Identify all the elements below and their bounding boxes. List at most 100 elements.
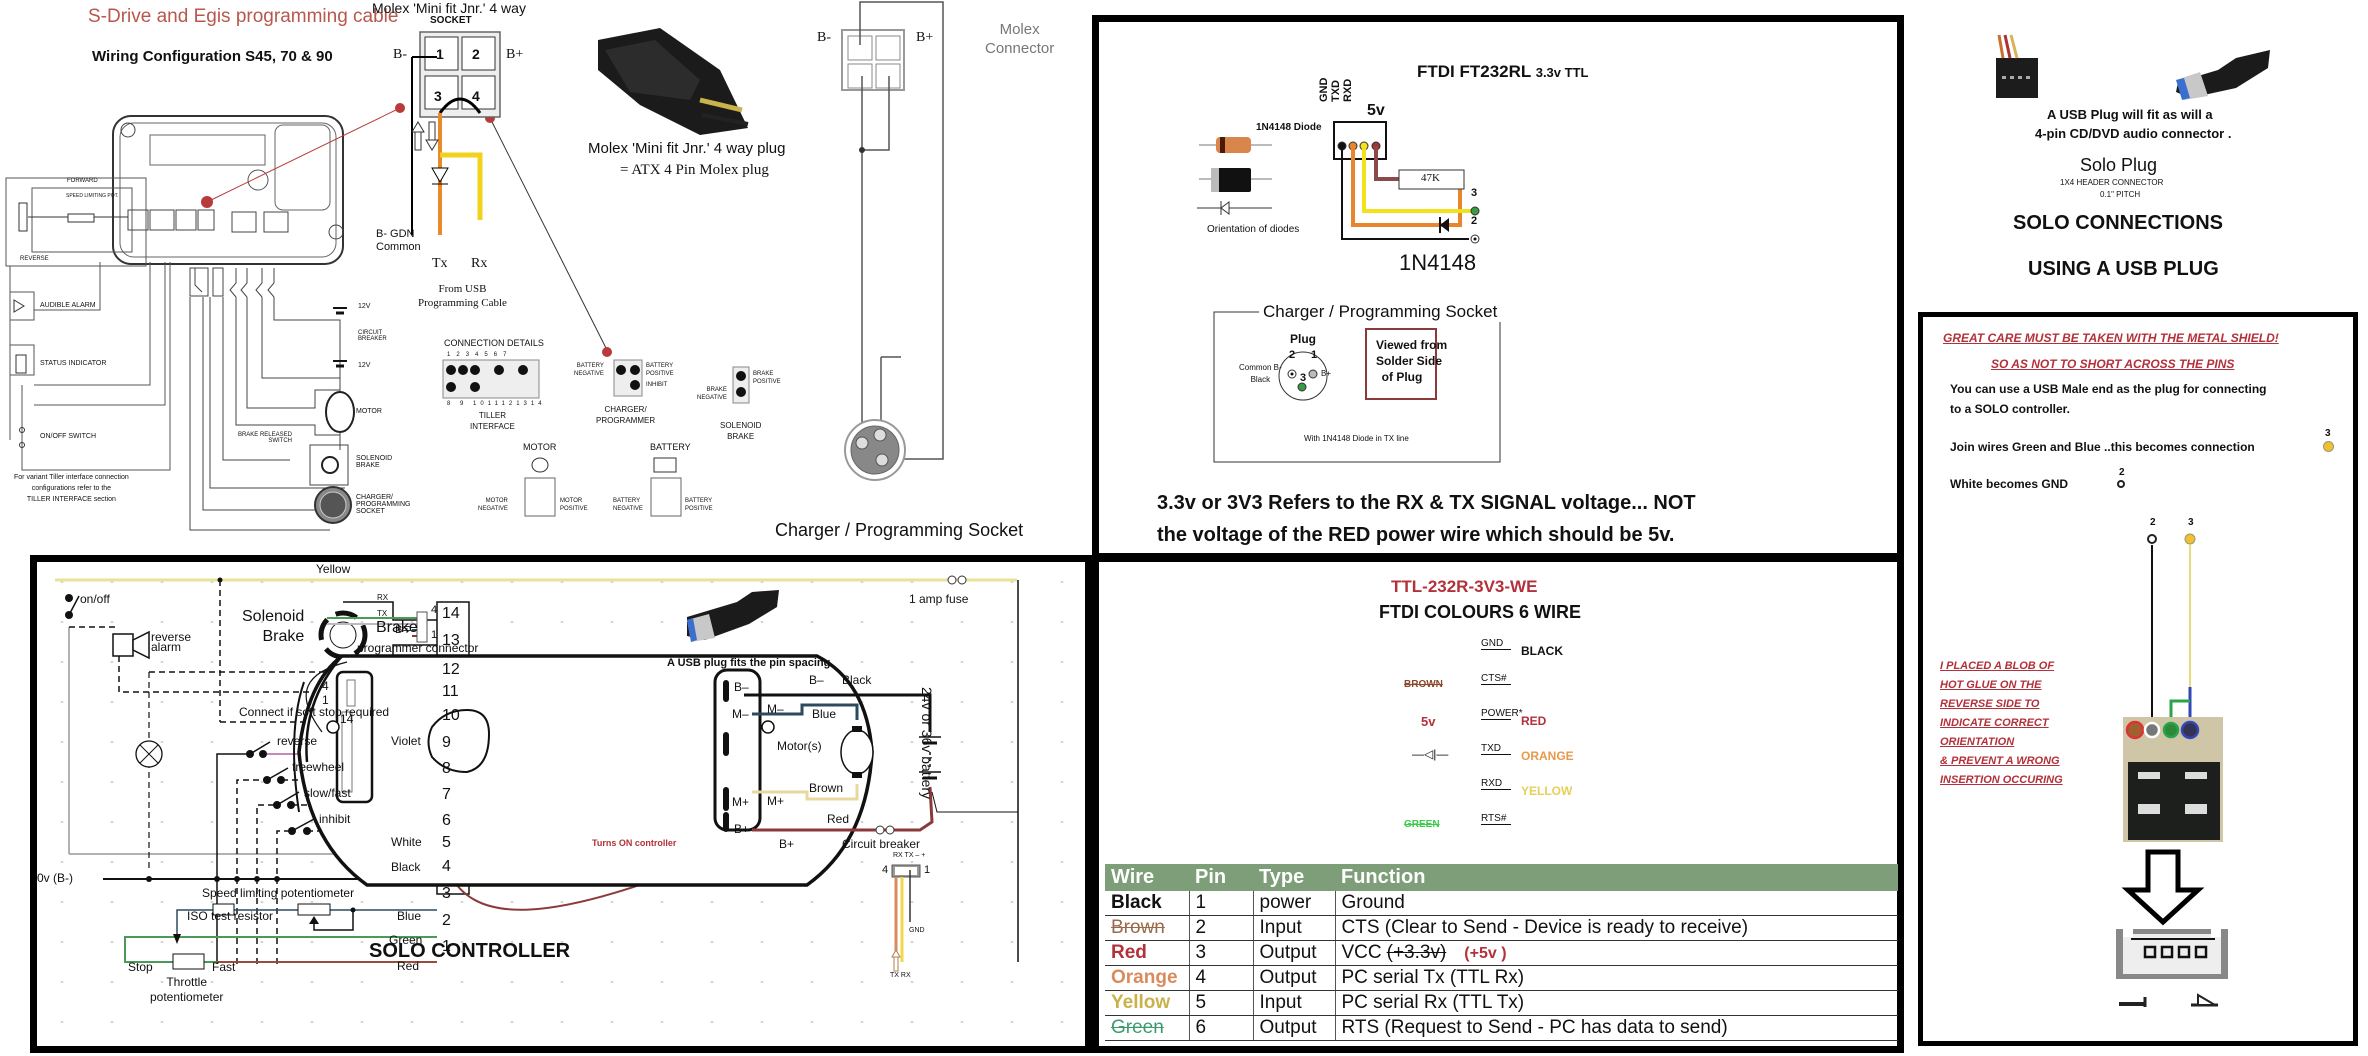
- switch-reverse-label: reverse: [277, 734, 318, 748]
- terminal-pin: 3: [442, 885, 451, 902]
- cell-wire: Black: [1105, 891, 1190, 916]
- cell-pin: 5: [1189, 990, 1254, 1016]
- gnd-label: GND: [909, 927, 925, 934]
- header-connector-label: 1X4 HEADER CONNECTOR: [2060, 178, 2164, 187]
- col-function: Function: [1335, 864, 1898, 891]
- socket-b-plus: B+: [506, 47, 524, 62]
- prog-pin-4: 4: [431, 604, 438, 616]
- molex-plug-caption-1: Molex 'Mini fit Jnr.' 4 way plug: [588, 140, 786, 157]
- wire-m-plus-label: M+: [767, 794, 785, 808]
- cell-type: Output: [1253, 940, 1336, 966]
- label-on-off-switch: ON/OFF SWITCH: [40, 433, 96, 440]
- cell-function: RTS (Request to Send - PC has data to se…: [1335, 1015, 1898, 1041]
- label-solenoid-brake: SOLENOID BRAKE: [356, 455, 393, 469]
- ftdi-title: FTDI FT232RL 3.3v TTL: [1417, 62, 1589, 81]
- connector-b-plus: B+: [916, 30, 934, 45]
- pin-3-dot-icon: [2323, 441, 2334, 452]
- terminal-pin: 4: [442, 858, 451, 875]
- cell-pin: 4: [1189, 965, 1254, 991]
- socket-box-title: Charger / Programming Socket: [1259, 302, 1502, 322]
- usb-body-1: You can use a USB Male end as the plug f…: [1950, 382, 2267, 396]
- cell-pin: 6: [1189, 1015, 1254, 1041]
- socket-label: SOCKET: [430, 15, 472, 26]
- label-forward: FORWARD: [67, 178, 98, 184]
- cell-wire: Orange: [1105, 965, 1190, 991]
- usb-plug-diagram: [2116, 533, 2228, 1007]
- cell-type: Output: [1253, 965, 1336, 991]
- programmer-connector-label: programmer connector: [357, 641, 479, 655]
- iso-resistor-label: ISO test resistor: [187, 909, 274, 923]
- molex-socket-title: Molex 'Mini fit Jnr.' 4 way: [372, 0, 526, 16]
- diode-caption: Orientation of diodes: [1207, 224, 1300, 235]
- label-12v-a: 12V: [358, 303, 371, 310]
- label-motor: MOTOR: [356, 408, 382, 415]
- wire-color-name: YELLOW: [1521, 784, 1573, 798]
- ov-label: 0v (B-): [37, 871, 73, 885]
- wire-b-minus-label: B–: [809, 673, 824, 687]
- ctrl-pin-1: 1: [322, 693, 329, 707]
- term-m-plus: M+: [732, 795, 750, 809]
- usb-body-2: to a SOLO controller.: [1950, 402, 2071, 416]
- terminal-pin: 11: [442, 683, 459, 700]
- terminal-pin: 1: [442, 938, 451, 955]
- plug-b-plus: B+: [1321, 369, 1332, 378]
- wire-signal: TXD: [1481, 743, 1511, 755]
- charger-socket-caption: Charger / Programming Socket: [775, 520, 1024, 540]
- cell-pin: 1: [1189, 891, 1254, 916]
- rx-label: Rx: [471, 256, 488, 271]
- terminal-pin: 9: [442, 734, 451, 751]
- pin-2-dot-icon: [2117, 480, 2125, 488]
- label-12v-b: 12V: [358, 362, 371, 369]
- voltage-note-1: 3.3v or 3V3 Refers to the RX & TX SIGNAL…: [1157, 492, 1696, 514]
- wire-black-label: Black: [842, 673, 872, 687]
- tx-label: Tx: [432, 256, 448, 271]
- wire-signal: RTS#: [1481, 813, 1511, 825]
- connection-details-title: CONNECTION DETAILS: [444, 338, 544, 348]
- usb-fits-label: A USB plug fits the pin spacing.: [667, 657, 834, 669]
- charger-programmer-label: CHARGER/PROGRAMMER: [596, 405, 656, 425]
- solo-schematic: [55, 575, 1019, 972]
- ftdi-wiring-diagram: [1197, 121, 1501, 463]
- violet-label: Violet: [391, 734, 421, 748]
- wire-color-name: RED: [1521, 714, 1547, 728]
- cell-type: Input: [1253, 915, 1336, 941]
- label-status-indicator: STATUS INDICATOR: [40, 360, 107, 367]
- warning-2: SO AS NOT TO SHORT ACROSS THE PINS: [1991, 357, 2235, 371]
- sdrive-title: S-Drive and Egis programming cable: [88, 6, 399, 27]
- battery-label: 24v or 36v battery: [919, 687, 935, 800]
- ttl-cable-title: TTL-232R-3V3-WE: [1391, 577, 1538, 596]
- plug-pin-2: 2: [1289, 349, 1296, 361]
- white-gnd-text: White becomes GND: [1950, 477, 2069, 491]
- join-wires-text: Join wires Green and Blue ..this becomes…: [1950, 440, 2255, 454]
- stop-label: Stop: [128, 960, 153, 974]
- label-audible-alarm: AUDIBLE ALARM: [40, 302, 96, 309]
- usb-instructions-box: GREAT CARE MUST BE TAKEN WITH THE METAL …: [1918, 312, 2358, 1046]
- cell-type: Input: [1253, 990, 1336, 1016]
- wire-left-label: 5v: [1421, 714, 1436, 729]
- inhibit-label: INHIBIT: [646, 382, 668, 388]
- blue-label: Blue: [397, 909, 422, 923]
- tiller-bottom-pins: 8 9 1011121314: [447, 401, 546, 407]
- wire-red-label: Red: [827, 812, 850, 826]
- usb-caption-1: A USB Plug will fit as will a: [2047, 107, 2213, 122]
- terminal-pin: 8: [442, 760, 451, 777]
- wire-pin-2: 2: [2150, 517, 2156, 528]
- molex-plug-photo: [598, 28, 749, 135]
- terminal-pin: 14: [442, 605, 460, 622]
- diode-1n4148-label: 1N4148: [1399, 250, 1477, 275]
- join-pin-number: 3: [2325, 428, 2331, 439]
- cell-type: Output: [1253, 1015, 1336, 1041]
- ftdi-colours-title: FTDI COLOURS 6 WIRE: [1379, 602, 1581, 622]
- wire-signal: GND: [1481, 638, 1511, 650]
- mini-pin-4: 4: [882, 864, 889, 876]
- fuse-label: 1 amp fuse: [909, 592, 969, 606]
- wire-signal: POWER*: [1481, 708, 1523, 720]
